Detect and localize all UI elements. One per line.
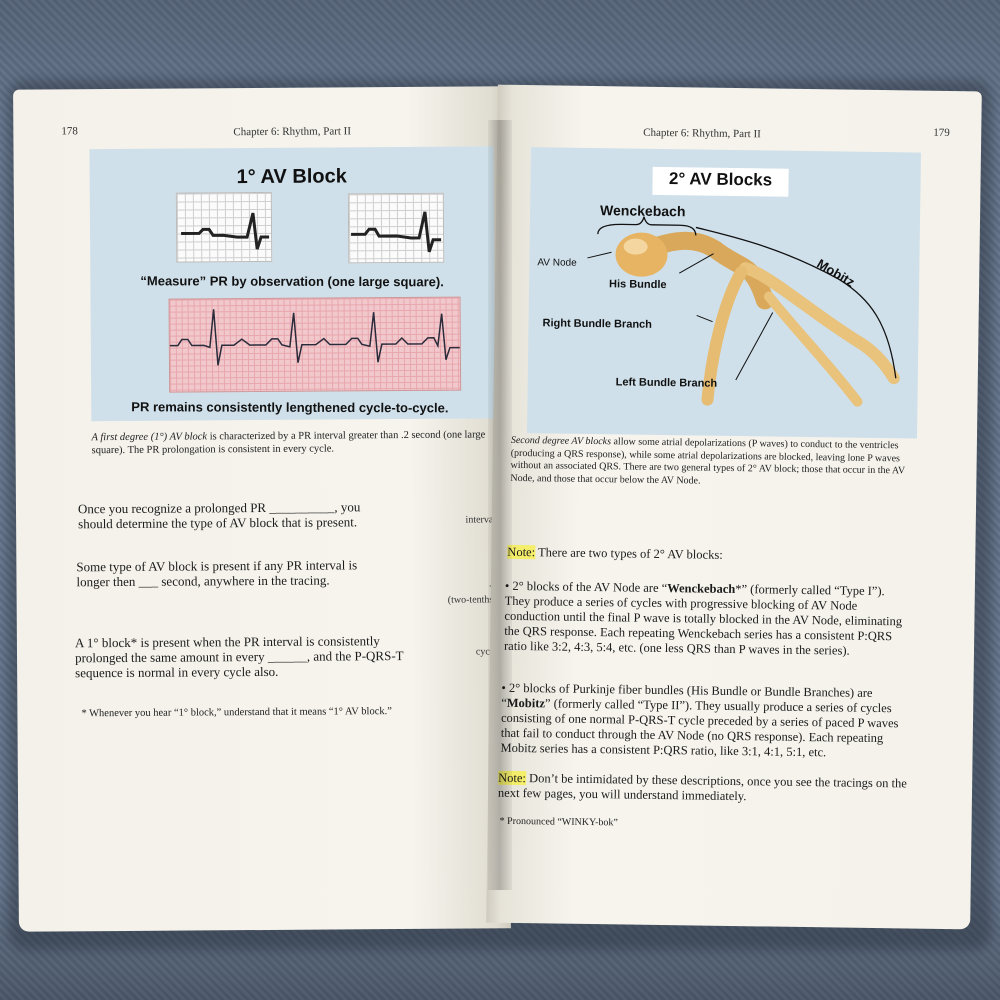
question-1: Once you recognize a prolonged PR ______… [77, 499, 361, 532]
answer-2-note: (two-tenths) [447, 594, 497, 606]
ecg-closeup-1 [175, 191, 273, 263]
left-bundle-label: Left Bundle Branch [615, 376, 718, 390]
note-two-types: Note: There are two types of 2° AV block… [507, 544, 917, 566]
ecg-trace-1 [181, 212, 270, 250]
running-head-right: Chapter 6: Rhythm, Part II [643, 126, 761, 141]
ecg-rhythm-strip [168, 296, 462, 393]
running-head-left: Chapter 6: Rhythm, Part II [233, 125, 352, 139]
ecg-trace-2 [351, 211, 442, 253]
measure-pr-label: “Measure” PR by observation (one large s… [140, 273, 444, 290]
conduction-diagram [587, 216, 900, 407]
left-page: 178 Chapter 6: Rhythm, Part II 1° AV Blo… [13, 86, 511, 932]
note-text: There are two types of 2° AV blocks: [535, 545, 723, 562]
bullet-text: ” (formerly called “Type II”). They usua… [500, 696, 899, 760]
figure-caption-right: Second degree AV blocks allow some atria… [510, 435, 915, 491]
his-bundle-label: His Bundle [609, 278, 667, 292]
caption-term: Second degree AV blocks [510, 434, 612, 448]
question-2: Some type of AV block is present if any … [76, 557, 358, 590]
bullet-wenckebach: • 2° blocks of the AV Node are “Wenckeba… [504, 579, 913, 660]
figure-caption-left: A first degree (1°) AV block is characte… [91, 428, 495, 457]
ecg-closeup-2 [347, 192, 445, 264]
figure-title: 1° AV Block [236, 165, 347, 189]
bullet-bold-term: Mobitz [506, 695, 546, 711]
bullet-bold-term: Wenckebach [667, 581, 736, 597]
page-number-left: 178 [61, 125, 78, 138]
figure-2-av-blocks: 2° AV Blocks Wenckebach Mobitz AV Node H… [527, 147, 921, 439]
footnote-right: * Pronounced “WINKY-bok” [499, 815, 618, 829]
question-3: A 1° block* is present when the PR inter… [74, 633, 404, 681]
bullet-lead: 2° blocks of the AV Node are “ [512, 578, 668, 596]
caption-term: A first degree (1°) AV block [91, 431, 208, 444]
wenckebach-label: Wenckebach [600, 202, 686, 220]
page-number-right: 179 [933, 126, 950, 139]
note-intimidated: Note: Don’t be intimidated by these desc… [497, 770, 910, 807]
pr-lengthened-label: PR remains consistently lengthened cycle… [131, 399, 449, 416]
footnote-left: * Whenever you hear “1° block,” understa… [81, 706, 392, 720]
book-gutter [488, 120, 512, 890]
note-text: Don’t be intimidated by these descriptio… [497, 771, 907, 804]
right-page: Chapter 6: Rhythm, Part II 179 2° AV Blo… [486, 84, 982, 930]
av-node-label: AV Node [537, 257, 577, 269]
bullet-mobitz: • 2° blocks of Purkinje fiber bundles (H… [501, 681, 914, 762]
right-bundle-label: Right Bundle Branch [542, 317, 653, 331]
ecg-strip-trace [169, 309, 460, 366]
figure-1-av-block: 1° AV Block “Measure” PR by observation … [89, 146, 496, 422]
